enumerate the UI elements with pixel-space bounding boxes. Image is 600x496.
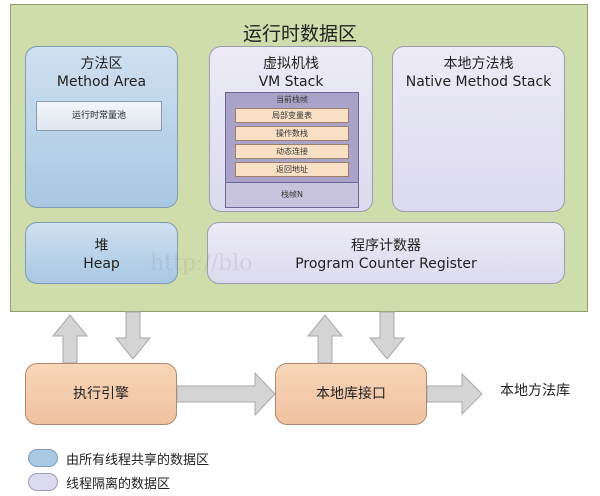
method-area-en: Method Area xyxy=(56,74,147,90)
frame-n: 栈帧N xyxy=(226,182,358,207)
native-method-stack-zh: 本地方法栈 xyxy=(443,56,514,72)
arrow-down-interface xyxy=(368,311,406,360)
vm-stack-zh: 虚拟机栈 xyxy=(263,56,319,72)
watermark: http://blo xyxy=(150,251,253,276)
program-counter-en: Program Counter Register xyxy=(295,256,477,272)
native-method-stack-en: Native Method Stack xyxy=(405,74,552,90)
heap-en: Heap xyxy=(83,256,120,272)
stack-frames: 当前栈帧 局部变量表 操作数栈 动态连接 返回地址 栈帧N xyxy=(225,92,359,208)
frame-item-local-variables: 局部变量表 xyxy=(235,108,349,123)
current-frame-label: 当前栈帧 xyxy=(276,95,308,104)
execution-engine: 执行引擎 xyxy=(25,363,177,425)
runtime-constant-pool: 运行时常量池 xyxy=(36,101,162,131)
legend-swatch-shared xyxy=(28,449,58,467)
arrow-right-interface-to-library xyxy=(426,372,483,416)
arrow-up-engine xyxy=(51,314,89,364)
frame-item-return-address: 返回地址 xyxy=(235,162,349,177)
frame-item-operand-stack: 操作数栈 xyxy=(235,126,349,141)
legend-swatch-isolated xyxy=(28,473,58,491)
arrow-right-engine-to-interface xyxy=(176,371,276,417)
native-method-stack: 本地方法栈 Native Method Stack xyxy=(392,46,565,212)
heap-zh: 堆 xyxy=(94,238,109,254)
program-counter-zh: 程序计数器 xyxy=(351,238,421,254)
native-library: 本地方法库 xyxy=(500,383,570,399)
arrow-down-engine xyxy=(114,311,152,360)
native-interface: 本地库接口 xyxy=(275,363,427,425)
arrow-up-interface xyxy=(306,314,344,364)
legend-label-shared: 由所有线程共享的数据区 xyxy=(66,453,210,468)
heap: 堆 Heap xyxy=(25,222,178,284)
method-area-zh: 方法区 xyxy=(80,56,123,72)
runtime-data-area-title: 运行时数据区 xyxy=(242,23,357,45)
vm-stack-en: VM Stack xyxy=(258,74,324,90)
frame-item-dynamic-linking: 动态连接 xyxy=(235,144,349,159)
legend-label-isolated: 线程隔离的数据区 xyxy=(66,477,171,492)
program-counter-register: 程序计数器 Program Counter Register xyxy=(207,222,565,284)
